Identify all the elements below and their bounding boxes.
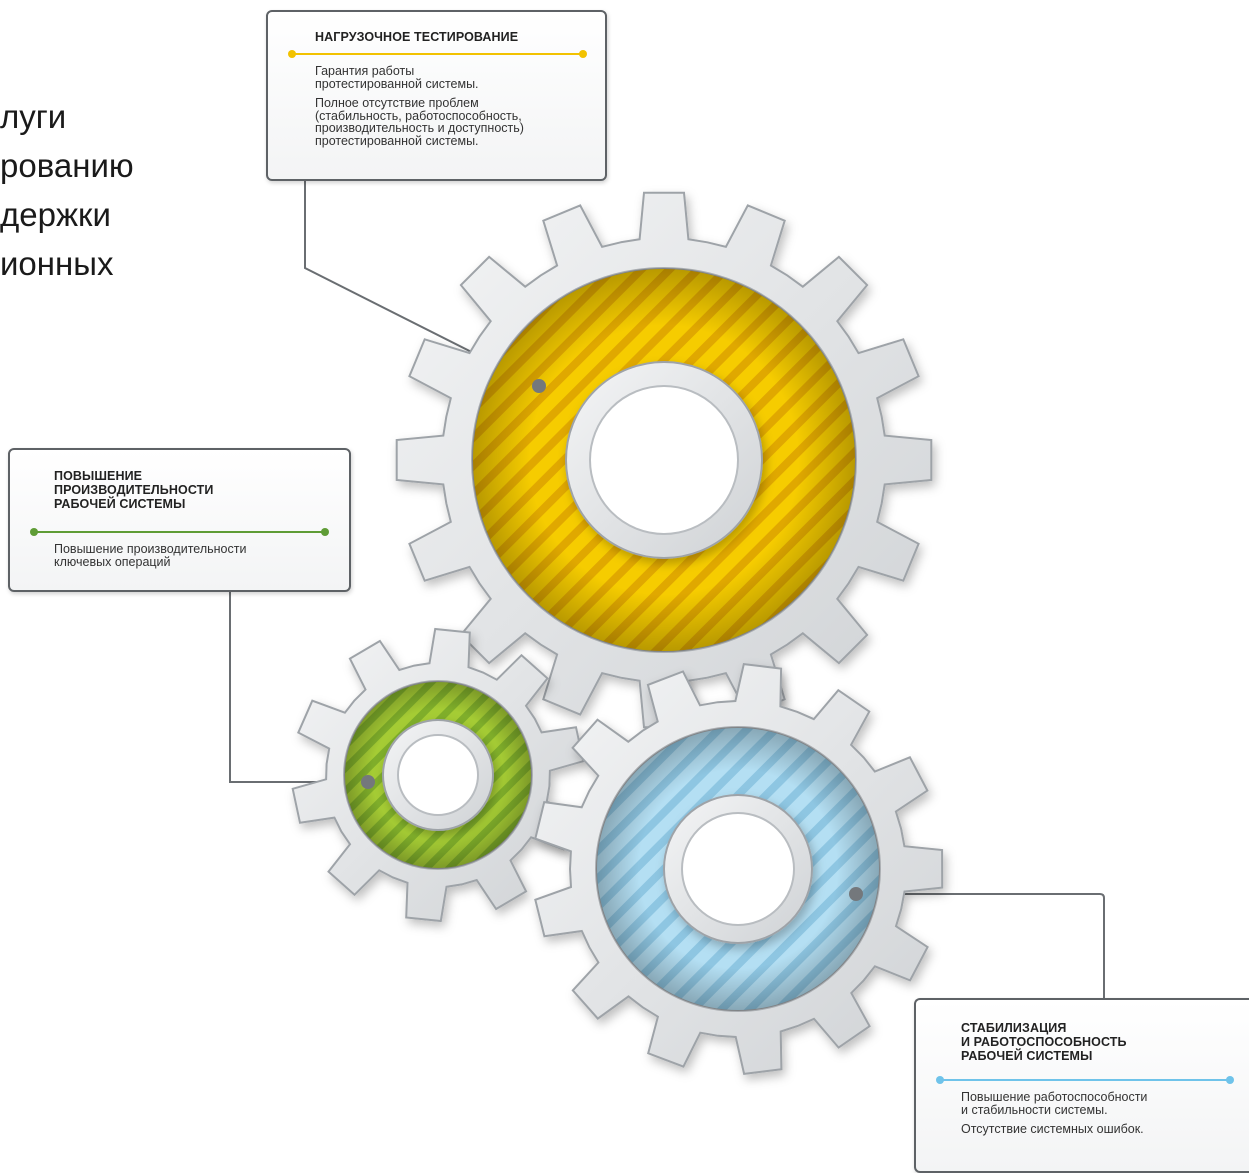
page-heading-fragment: луги рованию держки ионных — [0, 92, 134, 288]
card-rule — [288, 50, 587, 58]
connector-load — [304, 181, 540, 387]
connector-dot-perf — [361, 775, 375, 789]
connector-dot-load — [532, 379, 546, 393]
card-text: Повышение производительности ключевых оп… — [54, 542, 247, 569]
card-text: Отсутствие системных ошибок. — [961, 1122, 1144, 1136]
gear-hole — [589, 385, 739, 535]
card-text: Повышение работоспособности и стабильнос… — [961, 1090, 1148, 1117]
card-load-testing: НАГРУЗОЧНОЕ ТЕСТИРОВАНИЕ Гарантия работы… — [266, 10, 607, 181]
card-stabilization: СТАБИЛИЗАЦИЯ И РАБОТОСПОСОБНОСТЬ РАБОЧЕЙ… — [914, 998, 1249, 1173]
heading-line: рованию — [0, 147, 134, 184]
card-text: Гарантия работы протестированной системы… — [315, 64, 479, 91]
card-rule — [936, 1076, 1234, 1084]
gear-hole — [397, 734, 479, 816]
card-performance: ПОВЫШЕНИЕ ПРОИЗВОДИТЕЛЬНОСТИ РАБОЧЕЙ СИС… — [8, 448, 351, 592]
card-title: СТАБИЛИЗАЦИЯ И РАБОТОСПОСОБНОСТЬ РАБОЧЕЙ… — [961, 1021, 1127, 1063]
card-text: Полное отсутствие проблем (стабильность,… — [315, 96, 524, 148]
card-rule — [30, 528, 329, 536]
heading-line: держки — [0, 196, 111, 233]
gear-yellow — [395, 191, 933, 729]
card-title: ПОВЫШЕНИЕ ПРОИЗВОДИТЕЛЬНОСТИ РАБОЧЕЙ СИС… — [54, 469, 214, 511]
card-title: НАГРУЗОЧНОЕ ТЕСТИРОВАНИЕ — [315, 30, 519, 44]
connector-dot-stab — [849, 887, 863, 901]
gear-hole — [681, 812, 795, 926]
gear-green — [291, 627, 585, 923]
connector-stab — [856, 893, 1105, 998]
heading-line: луги — [0, 98, 67, 135]
heading-line: ионных — [0, 245, 114, 282]
gear-blue — [534, 662, 944, 1076]
